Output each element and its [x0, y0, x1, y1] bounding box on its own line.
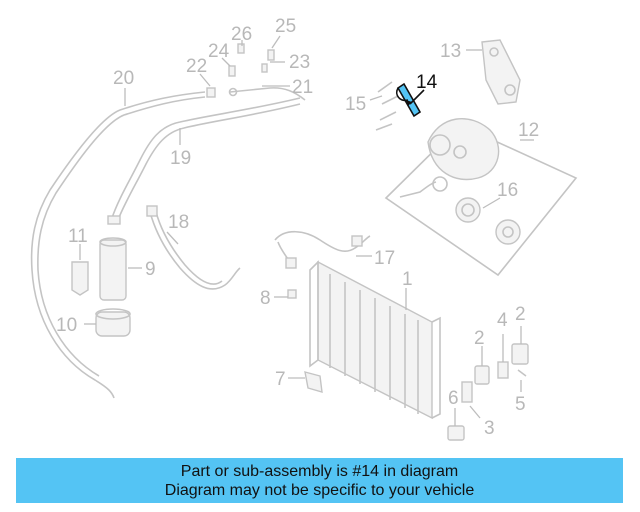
- part-13-bracket: [466, 39, 521, 105]
- callout-1: 1: [402, 269, 413, 290]
- part-14-highlighted[interactable]: [395, 82, 425, 118]
- callout-10: 10: [56, 315, 77, 336]
- callout-23: 23: [289, 52, 310, 73]
- callout-18: 18: [168, 212, 189, 233]
- callout-13: 13: [440, 41, 461, 62]
- part-1-condenser: [274, 260, 441, 420]
- part-12-compressor-group: [384, 117, 578, 277]
- callout-17: 17: [374, 248, 395, 269]
- callout-19: 19: [170, 148, 191, 169]
- callout-4: 4: [497, 310, 508, 331]
- part-19-hose: [107, 97, 301, 225]
- callout-11: 11: [68, 226, 88, 247]
- parts-9-10-11: [71, 237, 142, 337]
- callout-25: 25: [275, 16, 296, 37]
- part-18-hose: [146, 205, 241, 290]
- parts-2-6-small: [447, 326, 529, 441]
- callout-3: 3: [484, 418, 495, 439]
- banner-line-part: Part or sub-assembly is #14 in diagram: [180, 462, 459, 480]
- part-21-pipe: [228, 85, 306, 101]
- callout-8: 8: [260, 288, 271, 309]
- banner-line-disclaimer: Diagram may not be specific to your vehi…: [164, 481, 475, 499]
- callout-2b: 2: [515, 304, 526, 325]
- callout-15: 15: [345, 94, 366, 115]
- callout-26: 26: [231, 24, 252, 45]
- part-20-hose: [30, 88, 206, 399]
- callout-12: 12: [518, 120, 539, 141]
- callout-14: 14: [416, 72, 438, 93]
- callout-7: 7: [275, 369, 286, 390]
- callout-5: 5: [515, 394, 526, 415]
- info-banner: Part or sub-assembly is #14 in diagram D…: [16, 458, 623, 503]
- callout-20: 20: [113, 68, 134, 89]
- callout-6: 6: [448, 388, 459, 409]
- callout-16: 16: [497, 180, 518, 201]
- callout-2a: 2: [474, 328, 485, 349]
- fittings-22-26: [199, 35, 285, 98]
- part-17-pipe: [274, 230, 372, 269]
- part-15-bolts: [369, 81, 399, 131]
- callout-21: 21: [292, 77, 313, 98]
- callout-9: 9: [145, 259, 156, 280]
- callout-22: 22: [186, 56, 207, 77]
- callout-24: 24: [208, 41, 230, 62]
